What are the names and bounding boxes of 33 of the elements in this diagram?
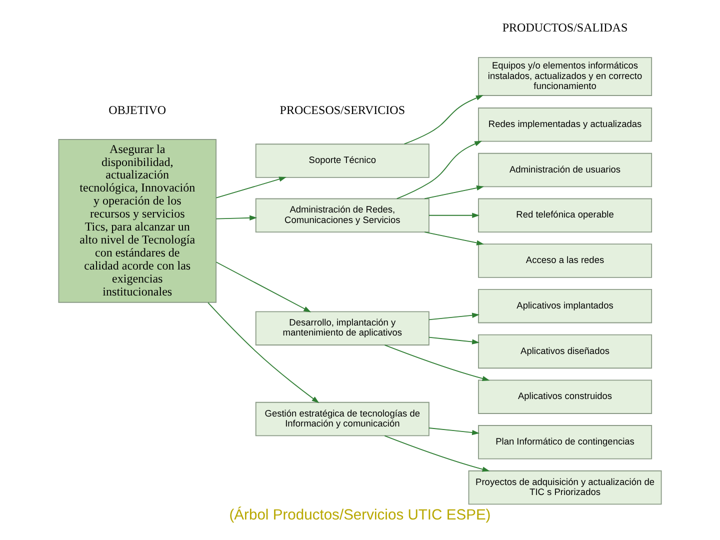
node-box: Acceso a las redes bbox=[478, 244, 652, 278]
node-box: Desarrollo, implantación y mantenimiento de aplicativos bbox=[255, 311, 430, 346]
node-box: Plan Informático de contingencias bbox=[478, 425, 652, 460]
node-box: Administración de Redes, Comunicaciones y Servicios bbox=[255, 198, 430, 233]
arrow bbox=[216, 262, 312, 312]
arrow bbox=[216, 215, 257, 220]
label: PROCESOS/SERVICIOS bbox=[280, 102, 406, 117]
arrow bbox=[396, 140, 482, 200]
node-box: Administración de usuarios bbox=[478, 152, 652, 188]
arrow bbox=[428, 212, 480, 218]
arrow bbox=[428, 428, 480, 436]
arrow bbox=[208, 302, 320, 404]
node-box: Aplicativos construidos bbox=[478, 380, 652, 414]
caption: (Árbol Productos/Servicios UTIC ESPE) bbox=[229, 508, 491, 524]
node-box: Gestión estratégica de tecnologías de Información y comunicación bbox=[255, 402, 430, 436]
node-box: Equipos y/o elementos informáticos instalados, actualizados y en correcto funcionamiento bbox=[478, 57, 652, 96]
node-box: Red telefónica operable bbox=[478, 198, 652, 233]
label: PRODUCTOS/SALIDAS bbox=[502, 20, 628, 35]
node-box: Aplicativos diseñados bbox=[478, 334, 652, 369]
node-box: Redes implementadas y actualizadas bbox=[478, 108, 652, 142]
arrow bbox=[424, 232, 484, 246]
label: OBJETIVO bbox=[108, 102, 166, 117]
node-box: Soporte Técnico bbox=[255, 144, 430, 178]
node-box: Asegurar la disponibilidad, actualización tecnológica, Innovación y operación de los recursos y servicios Tics, para alcanzar un alto nivel de Tecnología con estándares de calidad acorde con las exigencias institucionales bbox=[58, 139, 217, 303]
arrow bbox=[428, 336, 480, 344]
node-box: Proyectos de adquisición y actualización de TIC s Priorizados bbox=[468, 470, 662, 505]
arrow bbox=[424, 185, 484, 200]
node-box: Aplicativos implantados bbox=[478, 288, 652, 324]
arrow bbox=[428, 312, 480, 320]
arrow bbox=[216, 176, 287, 198]
arrow bbox=[384, 344, 490, 382]
arrow bbox=[404, 95, 484, 144]
arrow bbox=[384, 435, 490, 472]
